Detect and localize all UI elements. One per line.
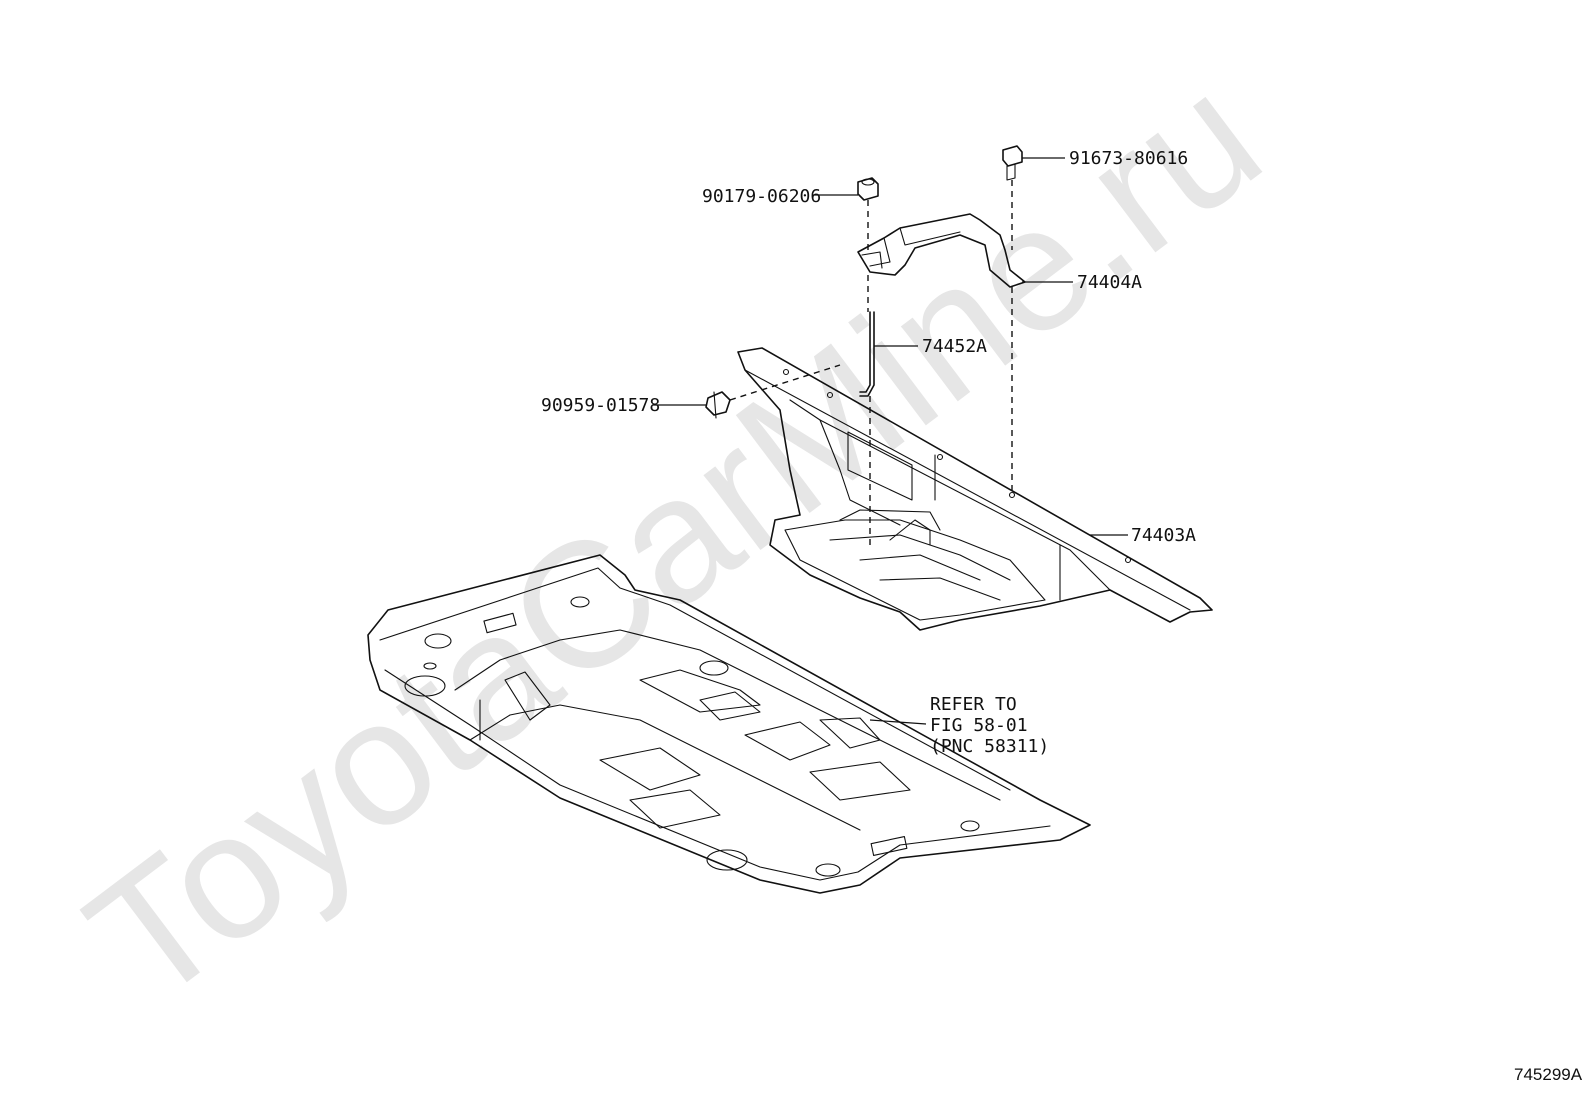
callout-refer-line3: (PNC 58311) bbox=[930, 736, 1049, 757]
watermark: ToyotaCarMine.ru bbox=[53, 36, 1295, 1040]
callout-tray: 74403A bbox=[1131, 525, 1196, 546]
figure-id: 745299A bbox=[1514, 1065, 1583, 1084]
callout-refer-line1: REFER TO bbox=[930, 694, 1017, 715]
bolt-drawing bbox=[1002, 145, 1023, 181]
floor-pan-drawing bbox=[367, 554, 1091, 894]
callout-bracket: 74404A bbox=[1077, 272, 1142, 293]
callout-rod: 74452A bbox=[922, 336, 987, 357]
clip-drawing bbox=[705, 391, 731, 419]
bracket-drawing bbox=[857, 213, 1026, 288]
callout-bolt: 91673-80616 bbox=[1069, 148, 1188, 169]
callout-refer-line2: FIG 58-01 bbox=[930, 715, 1028, 736]
tray-drawing bbox=[737, 347, 1213, 631]
callout-nut: 90179-06206 bbox=[702, 186, 821, 207]
nut-drawing bbox=[857, 177, 879, 201]
callout-clip: 90959-01578 bbox=[541, 395, 660, 416]
rod-drawing bbox=[859, 311, 875, 397]
